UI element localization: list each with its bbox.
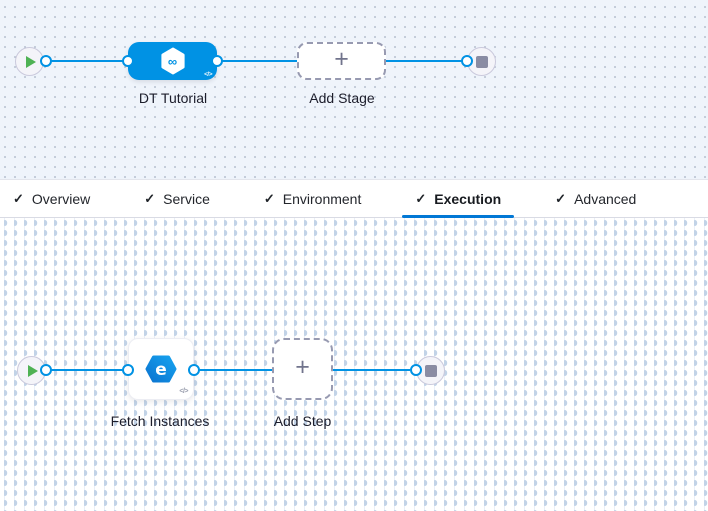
connector-port[interactable] xyxy=(461,55,473,67)
stop-icon xyxy=(424,364,437,377)
tab-environment[interactable]: ✓ Environment xyxy=(251,180,375,217)
add-step-button[interactable]: + xyxy=(272,338,333,400)
tab-label: Environment xyxy=(282,190,362,207)
step-name-label: Fetch Instances xyxy=(110,413,210,429)
harness-stage-icon: ∞ xyxy=(160,47,186,75)
code-icon: </> xyxy=(179,388,188,395)
plus-icon: + xyxy=(334,45,349,73)
tab-service[interactable]: ✓ Service xyxy=(131,180,223,217)
check-icon: ✓ xyxy=(13,190,24,206)
code-icon: </> xyxy=(204,71,212,78)
stage-name-label: DT Tutorial xyxy=(138,90,208,106)
plus-icon: + xyxy=(295,353,310,381)
pipeline-start-node xyxy=(15,47,44,76)
execution-start-node xyxy=(17,356,46,385)
check-icon: ✓ xyxy=(555,190,567,206)
infinity-icon: ∞ xyxy=(167,53,178,69)
fetch-instances-icon: e xyxy=(145,355,177,383)
connector-port[interactable] xyxy=(40,55,52,67)
check-icon: ✓ xyxy=(263,190,275,206)
play-icon xyxy=(28,364,38,377)
tab-execution[interactable]: ✓ Execution xyxy=(402,180,514,218)
connector-line xyxy=(46,369,128,371)
connector-line xyxy=(46,60,128,62)
connector-port[interactable] xyxy=(122,55,134,67)
stage-canvas[interactable]: ∞ </> + DT Tutorial Add Stage xyxy=(0,0,708,179)
stage-node-dt-tutorial[interactable]: ∞ </> xyxy=(128,42,217,80)
connector-line xyxy=(386,60,462,62)
tab-label: Execution xyxy=(434,190,502,207)
check-icon: ✓ xyxy=(415,190,427,206)
add-stage-button[interactable]: + xyxy=(297,42,386,80)
execution-canvas[interactable]: e </> + Fetch Instances Add Step xyxy=(0,218,708,511)
connector-port[interactable] xyxy=(188,364,200,376)
tab-advanced[interactable]: ✓ Advanced xyxy=(542,180,649,217)
connector-port[interactable] xyxy=(122,364,134,376)
step-node-fetch-instances[interactable]: e </> xyxy=(128,338,194,400)
connector-line xyxy=(217,60,297,62)
connector-line xyxy=(194,369,272,371)
tab-overview[interactable]: ✓ Overview xyxy=(0,180,103,217)
connector-port[interactable] xyxy=(40,364,52,376)
check-icon: ✓ xyxy=(144,190,156,206)
stage-config-tabbar: ✓ Overview ✓ Service ✓ Environment ✓ Exe… xyxy=(0,179,708,218)
connector-port[interactable] xyxy=(410,364,422,376)
tab-label: Overview xyxy=(31,190,91,207)
tab-label: Advanced xyxy=(574,190,637,207)
svg-text:e: e xyxy=(155,360,167,380)
connector-port[interactable] xyxy=(211,55,223,67)
stop-icon xyxy=(475,55,488,68)
add-stage-label: Add Stage xyxy=(309,90,375,106)
add-step-label: Add Step xyxy=(273,413,332,429)
connector-line xyxy=(333,369,410,371)
pipeline-end-node xyxy=(467,47,496,76)
tab-label: Service xyxy=(163,190,210,207)
play-icon xyxy=(26,55,36,68)
